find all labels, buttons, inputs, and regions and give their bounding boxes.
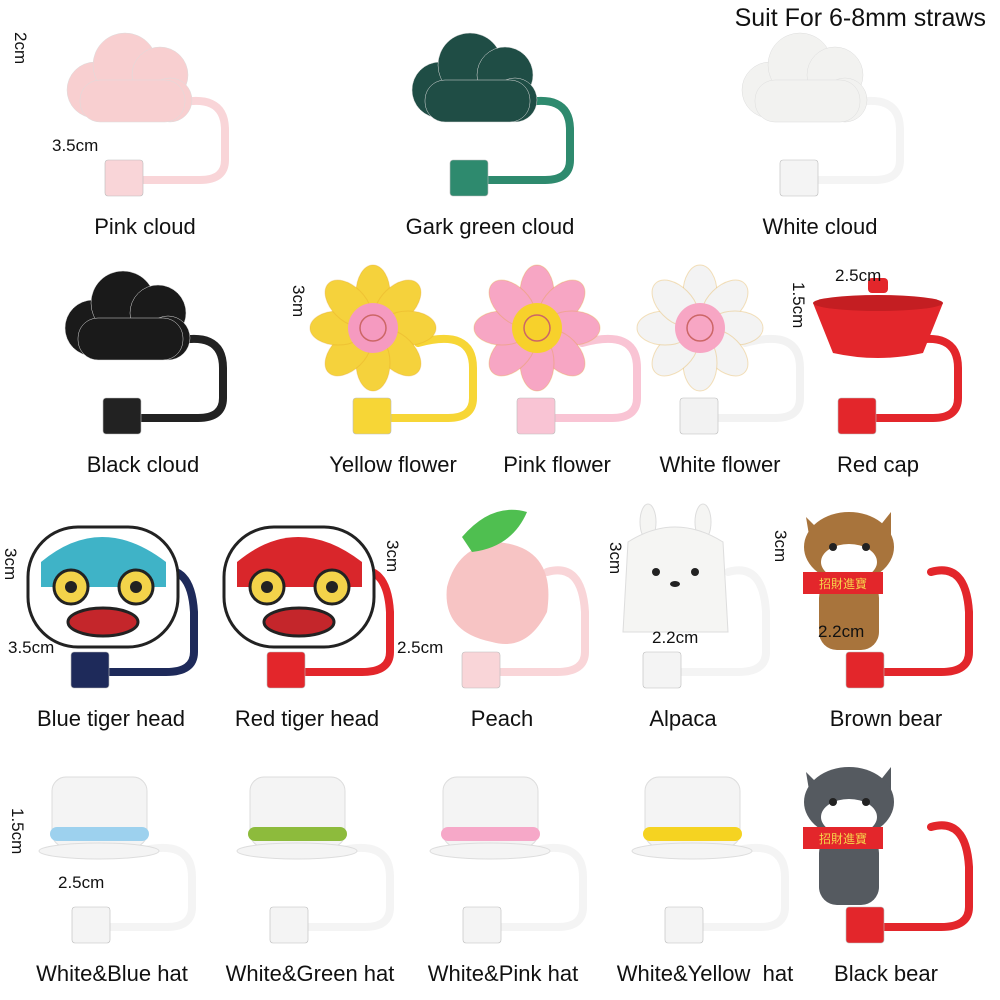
charm-head xyxy=(222,525,376,649)
charm-head xyxy=(741,32,868,123)
dimension-label: 3.5cm xyxy=(52,136,99,155)
dimension-label: 2.2cm xyxy=(652,628,699,647)
product-item: White cloud xyxy=(725,10,915,240)
cloud-straw-topper-image xyxy=(741,32,904,197)
dimension-label: 3cm xyxy=(383,540,402,573)
charm-head xyxy=(26,525,180,649)
product-item: Black cloud xyxy=(48,248,238,478)
charm-head xyxy=(631,776,753,860)
charm-head: 招財進寶 xyxy=(803,512,894,650)
product-item: Pink flower xyxy=(462,248,652,478)
product-item: Red tiger head xyxy=(212,502,402,732)
hat-straw-topper-image xyxy=(38,776,196,944)
product-item: Alpaca xyxy=(588,502,778,732)
dimension-label: 3cm xyxy=(771,530,790,563)
charm-head xyxy=(64,270,191,361)
product-label: Pink flower xyxy=(503,452,611,477)
product-label: Black bear xyxy=(834,961,938,986)
product-item: Peach xyxy=(407,502,597,732)
product-label: Alpaca xyxy=(649,706,717,731)
alpaca-straw-topper-image xyxy=(622,503,770,689)
tiger-straw-topper-image xyxy=(26,525,198,689)
product-item: White&Pink hat xyxy=(408,757,598,987)
product-item: Blue tiger head xyxy=(16,502,206,732)
product-label: White&Blue hat xyxy=(36,961,188,986)
product-item: Red cap xyxy=(783,248,973,478)
product-label: Black cloud xyxy=(86,452,200,477)
charm-head xyxy=(429,776,551,860)
cloud-straw-topper-image xyxy=(411,32,574,197)
dimension-label: 3cm xyxy=(606,542,625,575)
dimension-label: 2.5cm xyxy=(835,266,882,285)
product-item: White flower xyxy=(625,248,815,478)
dimension-label: 2.5cm xyxy=(397,638,444,657)
product-label: Pink cloud xyxy=(94,214,196,239)
charm-head xyxy=(446,509,549,644)
product-label: White&Yellow hat xyxy=(616,961,794,986)
product-item: Gark green cloud xyxy=(395,10,585,240)
flower-straw-topper-image xyxy=(473,264,641,435)
dimension-label: 3.5cm xyxy=(8,638,55,657)
dimension-label: 1.5cm xyxy=(8,808,27,855)
cloud-straw-topper-image xyxy=(66,32,229,197)
charm-head xyxy=(622,503,729,633)
charm-head xyxy=(38,776,160,860)
product-item: 招財進寶 Brown bear xyxy=(791,502,981,732)
product-label: Gark green cloud xyxy=(405,214,575,239)
product-label: White&Pink hat xyxy=(427,961,579,986)
dimension-label: 3cm xyxy=(289,285,308,318)
product-item: White&Green hat xyxy=(215,757,405,987)
peach-straw-topper-image xyxy=(446,509,589,689)
dimension-label: 2.5cm xyxy=(58,873,105,892)
product-label: Brown bear xyxy=(829,706,943,731)
charm-head xyxy=(473,264,601,392)
flower-straw-topper-image xyxy=(636,264,804,435)
cloud-straw-topper-image xyxy=(64,270,227,435)
charm-head xyxy=(636,264,764,392)
dimension-label: 1.5cm xyxy=(789,282,808,329)
product-item: Yellow flower xyxy=(298,248,488,478)
bear-straw-topper-image: 招財進寶 xyxy=(803,767,973,944)
product-label: Peach xyxy=(470,706,534,731)
product-label: Red tiger head xyxy=(234,706,380,731)
product-item: White&Yellow hat xyxy=(610,757,800,987)
hat-straw-topper-image xyxy=(429,776,587,944)
svg-text:招財進寶: 招財進寶 xyxy=(819,831,867,846)
cap-straw-topper-image xyxy=(813,278,962,435)
charm-head xyxy=(411,32,538,123)
product-label: Blue tiger head xyxy=(37,706,185,731)
product-item: White&Blue hat xyxy=(17,757,207,987)
charm-head: 招財進寶 xyxy=(803,767,894,905)
hat-straw-topper-image xyxy=(631,776,789,944)
compatibility-note: Suit For 6-8mm straws xyxy=(734,4,986,32)
bear-straw-topper-image: 招財進寶 xyxy=(803,512,973,689)
dimension-label: 3cm xyxy=(1,548,20,581)
charm-head xyxy=(309,264,437,392)
product-label: White flower xyxy=(659,452,781,477)
flower-straw-topper-image xyxy=(309,264,477,435)
svg-text:招財進寶: 招財進寶 xyxy=(819,576,867,591)
product-item: Pink cloud xyxy=(50,10,240,240)
product-label: White&Green hat xyxy=(225,961,395,986)
dimension-label: 2.2cm xyxy=(818,622,865,641)
product-item: 招財進寶 Black bear xyxy=(791,757,981,987)
charm-head xyxy=(236,776,358,860)
charm-head xyxy=(813,278,943,358)
hat-straw-topper-image xyxy=(236,776,394,944)
charm-head xyxy=(66,32,193,123)
product-label: Red cap xyxy=(837,452,919,477)
dimension-label: 2cm xyxy=(11,32,30,65)
product-label: White cloud xyxy=(762,214,878,239)
product-label: Yellow flower xyxy=(329,452,457,477)
tiger-straw-topper-image xyxy=(222,525,394,689)
